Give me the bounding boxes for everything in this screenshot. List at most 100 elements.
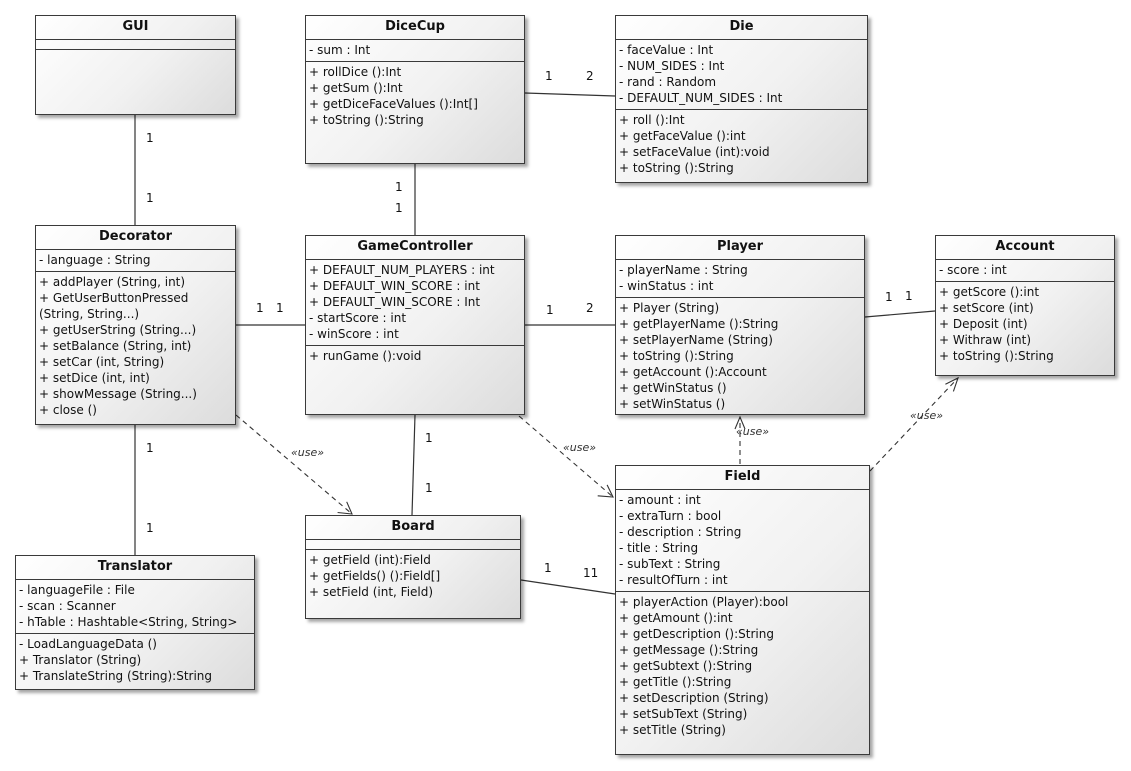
method: + playerAction (Player):bool <box>619 595 789 609</box>
class-player[interactable]: Player - playerName : String - winStatus… <box>615 235 865 415</box>
attributes-section: - language : String <box>36 250 235 271</box>
attributes-section <box>306 540 520 549</box>
attribute: - sum : Int <box>309 43 371 57</box>
method: + getDescription ():String <box>619 627 774 641</box>
class-name: Field <box>616 466 869 490</box>
method: + showMessage (String...) <box>39 387 197 401</box>
attributes-section: - playerName : String - winStatus : int <box>616 260 864 297</box>
method: + GetUserButtonPressed (String, String..… <box>39 291 189 321</box>
multiplicity-dicecup-die-die-end: 2 <box>586 69 594 83</box>
method: + runGame ():void <box>309 349 422 363</box>
method: + setWinStatus () <box>619 397 726 411</box>
method: - LoadLanguageData () <box>19 637 157 651</box>
dep-arrowhead-board <box>337 501 353 515</box>
method: + getPlayerName ():String <box>619 317 779 331</box>
multiplicity-gc-board-board-end: 1 <box>425 481 433 495</box>
method: + setDice (int, int) <box>39 371 150 385</box>
class-account[interactable]: Account - score : int + getScore ():int … <box>935 235 1115 376</box>
method: + setDescription (String) <box>619 691 769 705</box>
stereotype-field-account: «use» <box>910 409 944 422</box>
class-name: Decorator <box>36 226 235 250</box>
class-name: DiceCup <box>306 16 524 40</box>
attribute: - amount : int <box>619 493 701 507</box>
method: + getAccount ():Account <box>619 365 767 379</box>
multiplicity-dicecup-gamecontroller-gc-end: 1 <box>395 201 403 215</box>
attribute: + DEFAULT_WIN_SCORE : int <box>309 279 480 293</box>
attribute: - extraTurn : bool <box>619 509 722 523</box>
attribute: - score : int <box>939 263 1007 277</box>
method: + getSubtext ():String <box>619 659 753 673</box>
multiplicity-gui-decorator-gui-end: 1 <box>146 131 154 145</box>
class-dicecup[interactable]: DiceCup - sum : Int + rollDice ():Int + … <box>305 15 525 164</box>
class-name: Die <box>616 16 867 40</box>
method: + rollDice ():Int <box>309 65 402 79</box>
class-name: Translator <box>16 556 254 580</box>
multiplicity-player-account-account-end: 1 <box>905 289 913 303</box>
class-die[interactable]: Die - faceValue : Int - NUM_SIDES : Int … <box>615 15 868 183</box>
multiplicity-decorator-translator-decorator-end: 1 <box>146 441 154 455</box>
class-name: GameController <box>306 236 524 260</box>
attribute: - description : String <box>619 525 742 539</box>
class-gamecontroller[interactable]: GameController + DEFAULT_NUM_PLAYERS : i… <box>305 235 525 415</box>
class-decorator[interactable]: Decorator - language : String + addPlaye… <box>35 225 236 425</box>
method: + roll ():Int <box>619 113 685 127</box>
attributes-section: - sum : Int <box>306 40 524 61</box>
method: + getScore ():int <box>939 285 1040 299</box>
method: + TranslateString (String):String <box>19 669 213 683</box>
method: + toString ():String <box>939 349 1054 363</box>
method: + addPlayer (String, int) <box>39 275 186 289</box>
method: + setPlayerName (String) <box>619 333 773 347</box>
methods-section: - LoadLanguageData () + Translator (Stri… <box>16 633 254 687</box>
attributes-section: - faceValue : Int - NUM_SIDES : Int - ra… <box>616 40 867 109</box>
method: + getFields() ():Field[] <box>309 569 441 583</box>
multiplicity-gc-player-player-end: 2 <box>586 301 594 315</box>
attribute: - languageFile : File <box>19 583 135 597</box>
class-name: Player <box>616 236 864 260</box>
method: + getField (int):Field <box>309 553 431 567</box>
method: + setSubText (String) <box>619 707 748 721</box>
dep-field-account <box>869 377 959 472</box>
method: + setField (int, Field) <box>309 585 434 599</box>
dep-gamecontroller-field <box>518 415 614 498</box>
methods-section: + getScore ():int + setScore (int) + Dep… <box>936 281 1114 367</box>
method: + getUserString (String...) <box>39 323 197 337</box>
method: + Translator (String) <box>19 653 142 667</box>
class-gui[interactable]: GUI <box>35 15 236 115</box>
method: + getWinStatus () <box>619 381 727 395</box>
multiplicity-player-account-player-end: 1 <box>885 290 893 304</box>
class-field[interactable]: Field - amount : int - extraTurn : bool … <box>615 465 870 755</box>
method: + close () <box>39 403 97 417</box>
methods-section: + rollDice ():Int + getSum ():Int + getD… <box>306 61 524 131</box>
methods-section: + Player (String) + getPlayerName ():Str… <box>616 297 864 415</box>
attribute: - faceValue : Int <box>619 43 714 57</box>
method: + setScore (int) <box>939 301 1034 315</box>
attribute: - title : String <box>619 541 699 555</box>
attribute: - NUM_SIDES : Int <box>619 59 725 73</box>
methods-section: + addPlayer (String, int) + GetUserButto… <box>36 271 235 421</box>
method: + getMessage ():String <box>619 643 759 657</box>
attribute: - winStatus : int <box>619 279 714 293</box>
multiplicity-board-field-field-end: 11 <box>583 566 599 580</box>
method: + getFaceValue ():int <box>619 129 746 143</box>
class-translator[interactable]: Translator - languageFile : File - scan … <box>15 555 255 690</box>
methods-section: + getField (int):Field + getFields() ():… <box>306 549 520 603</box>
attribute: - DEFAULT_NUM_SIDES : Int <box>619 91 783 105</box>
multiplicity-dicecup-gamecontroller-dicecup-end: 1 <box>395 180 403 194</box>
methods-section <box>36 49 235 50</box>
assoc-board-field <box>520 579 616 595</box>
dep-decorator-board <box>235 414 353 515</box>
methods-section: + roll ():Int + getFaceValue ():int + se… <box>616 109 867 179</box>
method: + toString ():String <box>619 349 734 363</box>
attribute: - language : String <box>39 253 151 267</box>
method: + Withraw (int) <box>939 333 1032 347</box>
attribute: - scan : Scanner <box>19 599 116 613</box>
assoc-player-account <box>864 310 936 318</box>
multiplicity-decorator-translator-translator-end: 1 <box>146 521 154 535</box>
method: + Deposit (int) <box>939 317 1028 331</box>
class-name: GUI <box>36 16 235 40</box>
method: + setFaceValue (int):void <box>619 145 770 159</box>
method: + getAmount ():int <box>619 611 733 625</box>
attribute: - startScore : int <box>309 311 407 325</box>
class-board[interactable]: Board + getField (int):Field + getFields… <box>305 515 521 619</box>
method: + setBalance (String, int) <box>39 339 192 353</box>
